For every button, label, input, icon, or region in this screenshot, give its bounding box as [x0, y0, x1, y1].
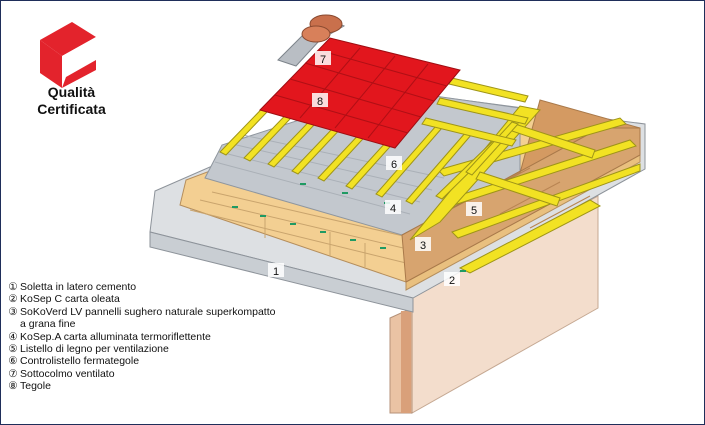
callout-8: 8 — [317, 96, 323, 108]
legend-text: Controlistello fermategole — [20, 355, 140, 368]
legend-text: KoSep.A carta alluminata termoriflettent… — [20, 330, 211, 343]
legend-text: Soletta in latero cemento — [20, 281, 137, 293]
callout-3: 3 — [420, 240, 426, 252]
callout-5: 5 — [471, 205, 477, 217]
callout-7: 7 — [320, 54, 326, 66]
callout-6: 6 — [391, 159, 397, 171]
callout-2: 2 — [449, 275, 455, 287]
legend-text: a grana fine — [20, 318, 76, 331]
legend-number: ⑤ — [8, 343, 18, 356]
legend-text: Listello di legno per ventilazione — [20, 343, 169, 356]
legend-text: Sottocolmo ventilato — [20, 367, 115, 380]
legend-text: Tegole — [20, 380, 51, 393]
callout-1: 1 — [273, 266, 279, 278]
callout-4: 4 — [390, 203, 396, 215]
cork-panel-seams — [189, 191, 435, 267]
legend-number: ⑧ — [8, 380, 18, 393]
brand-line-1: Qualità — [47, 84, 96, 100]
legend-number: ② — [8, 293, 18, 306]
brand-line-2: Certificata — [37, 101, 106, 117]
legend-text: KoSep C carta oleata — [20, 293, 120, 306]
quality-certified-label: Qualità Certificata — [14, 84, 129, 118]
legend-item-continuation: a grana fine — [6, 318, 326, 330]
logo-icon — [40, 22, 96, 88]
legend-number: ① — [8, 281, 18, 293]
legend-number: ⑥ — [8, 355, 18, 368]
legend-number: ④ — [8, 330, 18, 343]
callout-labels: 1 2 3 4 5 6 7 8 — [268, 51, 482, 287]
legend-number: ⑦ — [8, 367, 18, 380]
ridge-ventilation — [277, 14, 346, 67]
legend-number: ③ — [8, 305, 18, 318]
wall — [389, 195, 599, 414]
legend-text: SoKoVerd LV pannelli sughero naturale su… — [20, 305, 276, 318]
roof-tiles — [259, 37, 461, 149]
